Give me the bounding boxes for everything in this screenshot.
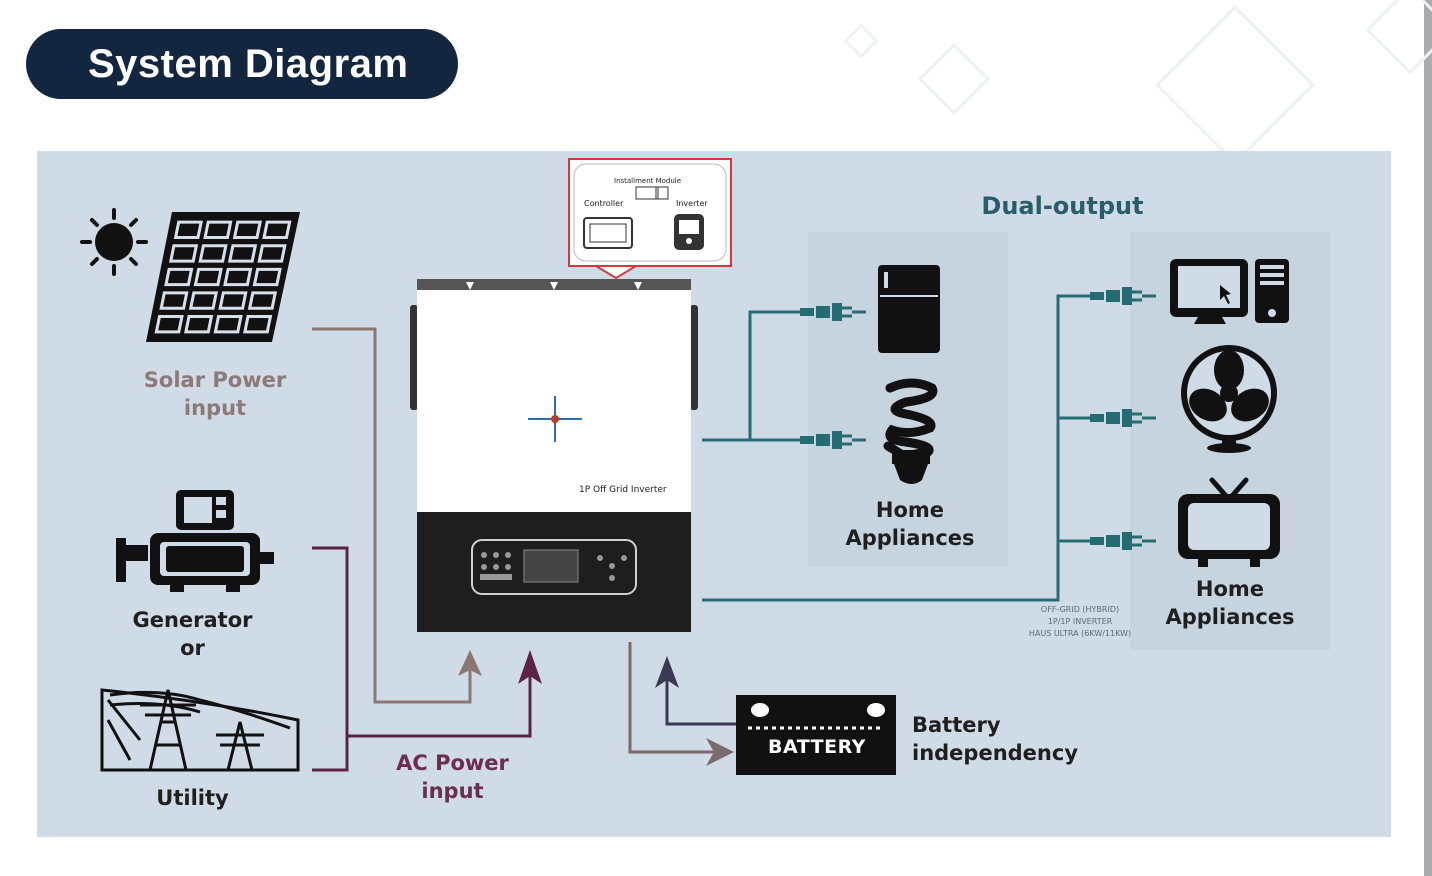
ac-arrow [518,650,542,684]
home-appliances-label-2: Home Appliances [1130,575,1330,632]
dual-output-label: Dual-output [981,192,1144,220]
battery-independency-label: Battery independency [912,711,1132,768]
solar-power-text: Solar Power input [143,368,287,421]
generator-text: Generator or [132,608,253,661]
solar-panel-icon [146,212,300,342]
output-lines [702,294,1090,602]
callout-inverter: Inverter [676,199,708,208]
solar-cell [188,291,219,310]
battery-icon [736,695,896,775]
fine-print: OFF-GRID (HYBRID) 1P/1P INVERTER HAUS UL… [1010,604,1150,640]
tv-icon [1178,477,1280,567]
fine-print-line-2: 1P/1P INVERTER [1047,617,1113,626]
callout-title: Installment Module [614,177,682,185]
solar-cell [227,244,258,263]
fine-print-line-1: OFF-GRID (HYBRID) [1040,605,1120,614]
battery-independency-text: Battery independency [912,713,1079,766]
plug-icon [1090,409,1156,427]
light-bulb-icon [883,378,938,484]
home-appliances-label-1: Home Appliances [810,496,1010,553]
solar-arrow [458,650,482,676]
battery-charge-arrow [706,738,734,766]
battery-discharge-arrow [655,656,679,688]
generator-icon [116,490,274,592]
solar-cell [223,267,253,287]
solar-cell [247,291,278,310]
fan-icon [1181,345,1277,453]
solar-cell [164,267,194,287]
plug-icon [1090,287,1156,305]
solar-cell [232,220,262,239]
plug-icon [800,431,866,449]
solar-cell [218,291,248,310]
plug-icon [1090,532,1156,550]
home-appliances-text-1: Home Appliances [845,498,975,551]
plug-icons [800,287,1156,550]
section-title: System Diagram [88,41,409,86]
solar-cell [243,315,273,334]
utility-label: Utility [156,786,229,810]
inverter-unit [410,279,698,632]
solar-cell [173,220,203,239]
solar-cell [257,244,287,263]
inverter-model-label: 1P Off Grid Inverter [579,485,667,495]
fine-print-line-3: HAUS ULTRA (6KW/11KW) [1028,629,1132,638]
battery-discharge-line [665,668,736,726]
ac-power-text: AC Power input [396,751,509,804]
solar-cell [154,315,184,334]
module-callout [568,158,732,280]
solar-cell [198,244,228,263]
section-title-pill: System Diagram [26,29,458,99]
scrollbar-track[interactable] [1424,0,1432,876]
callout-controller: Controller [584,199,624,208]
battery-label: BATTERY [768,736,866,758]
solar-cell [252,267,282,287]
battery-charge-line [628,642,722,754]
solar-cell [168,244,199,263]
computer-icon [1170,259,1289,324]
utility-pylons-icon [100,688,300,772]
ac-power-label: AC Power input [360,749,545,806]
fridge-icon [878,265,940,353]
generator-label: Generator or [90,606,295,663]
solar-cell [159,291,189,310]
solar-cell [262,220,292,239]
solar-cell [203,220,233,239]
solar-cell [213,315,243,334]
plug-icon [800,303,866,321]
solar-power-label: Solar Power input [100,366,330,423]
home-appliances-text-2: Home Appliances [1165,577,1295,630]
sun-icon [80,208,148,276]
generator-line [312,546,349,772]
solar-input-line [312,327,472,704]
solar-cell [193,267,223,287]
solar-cell [184,315,214,334]
ac-input-line [347,660,532,738]
